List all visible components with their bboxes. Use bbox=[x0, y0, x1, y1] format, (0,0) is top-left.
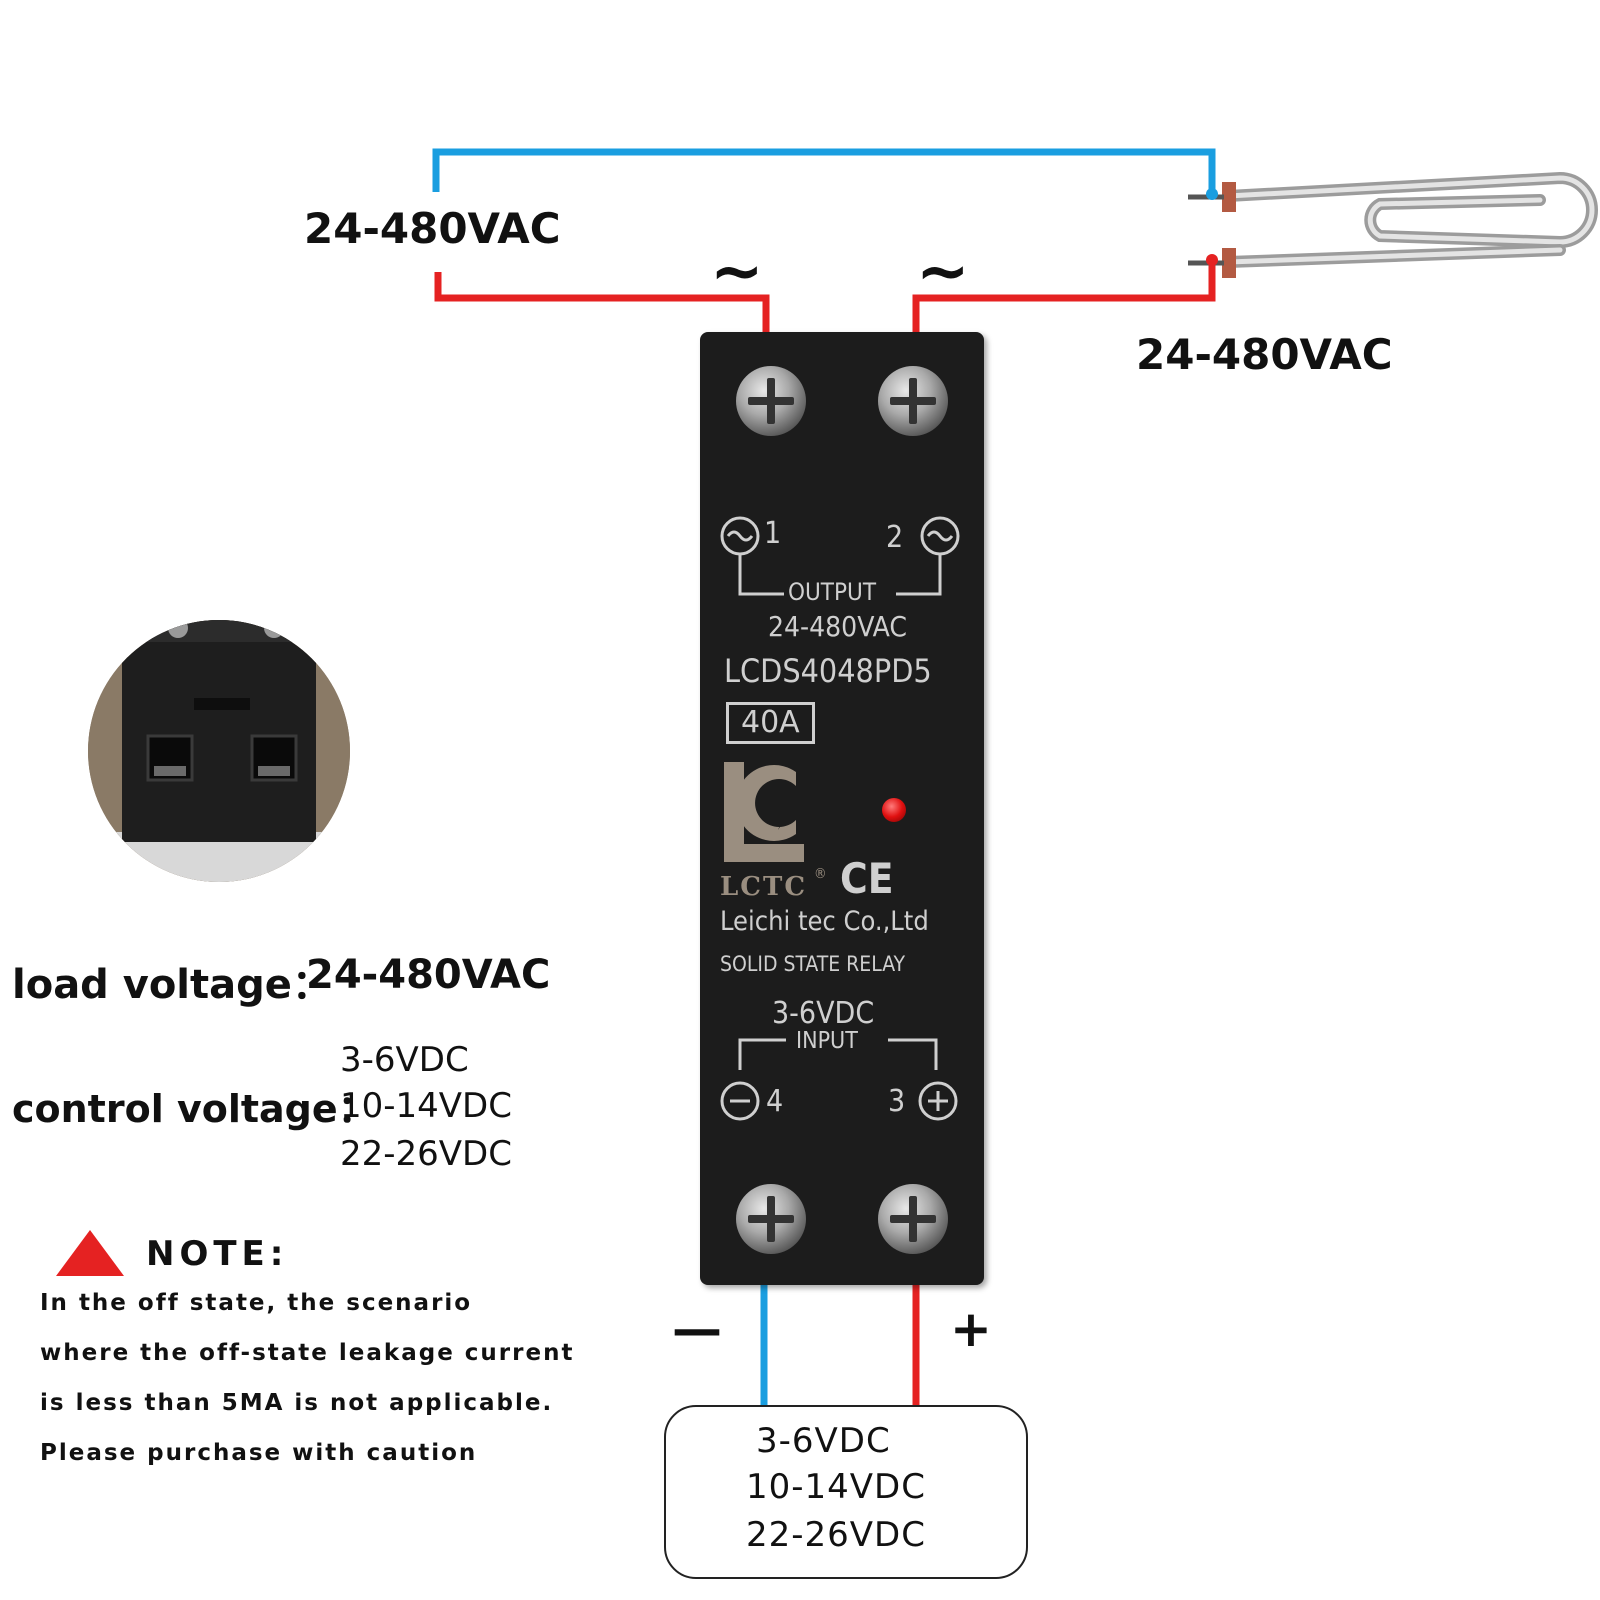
output-screw-2 bbox=[878, 366, 948, 436]
heater-element bbox=[1188, 171, 1598, 278]
relay-detail-photo bbox=[88, 620, 350, 882]
note-line-4: Please purchase with caution bbox=[40, 1440, 478, 1466]
terminal-4-label: 4 bbox=[766, 1084, 784, 1119]
load-voltage-label-top: 24-480VAC bbox=[304, 204, 561, 253]
ce-mark: CE bbox=[840, 854, 894, 903]
red-load-wire-right bbox=[912, 258, 1216, 332]
input-screw-3 bbox=[878, 1184, 948, 1254]
terminal-2-label: 2 bbox=[886, 520, 904, 555]
current-rating-badge: 40A bbox=[726, 702, 815, 744]
terminal-1-label: 1 bbox=[764, 516, 782, 551]
control-voltage-label: control voltage： bbox=[12, 1087, 376, 1131]
note-line-1: In the off state, the scenario bbox=[40, 1290, 473, 1316]
control-voltage-option-2: 10-14VDC bbox=[340, 1086, 512, 1126]
output-voltage: 24-480VAC bbox=[768, 610, 907, 643]
relay-detail-illustration bbox=[88, 620, 350, 882]
blue-load-wire bbox=[432, 148, 1216, 192]
output-label: OUTPUT bbox=[788, 578, 876, 606]
input-screw-4 bbox=[736, 1184, 806, 1254]
relay-markings bbox=[720, 516, 960, 1121]
load-voltage-value: 24-480VAC bbox=[306, 952, 551, 998]
red-load-wire-left bbox=[434, 272, 770, 332]
registered-mark: ® bbox=[814, 866, 827, 882]
note-line-3: is less than 5MA is not applicable. bbox=[40, 1390, 554, 1416]
minus-sign: — bbox=[672, 1300, 722, 1358]
warning-triangle-icon bbox=[56, 1230, 124, 1276]
output-screw-1 bbox=[736, 366, 806, 436]
control-voltage-option-1: 3-6VDC bbox=[340, 1040, 469, 1080]
input-label: INPUT bbox=[796, 1028, 858, 1054]
brand-name: LCTC bbox=[720, 872, 808, 902]
model-number: LCDS4048PD5 bbox=[724, 652, 932, 690]
solid-state-relay: 1 2 OUTPUT 24-480VAC LCDS4048PD5 40A LCT… bbox=[700, 332, 984, 1285]
ac-tilde-left: ~ bbox=[710, 235, 764, 309]
input-voltage: 3-6VDC bbox=[772, 996, 875, 1031]
control-source-voltage-3: 22-26VDC bbox=[746, 1515, 926, 1555]
terminal-3-label: 3 bbox=[888, 1084, 906, 1119]
product-type: SOLID STATE RELAY bbox=[720, 952, 906, 976]
control-source-voltage-1: 3-6VDC bbox=[756, 1421, 891, 1461]
load-voltage-label: load voltage： bbox=[12, 962, 332, 1008]
note-title: NOTE: bbox=[146, 1234, 289, 1274]
lctc-logo-icon bbox=[724, 762, 804, 862]
ac-tilde-right: ~ bbox=[916, 235, 970, 309]
control-source-voltage-2: 10-14VDC bbox=[746, 1467, 926, 1507]
plus-sign: + bbox=[950, 1300, 992, 1358]
load-voltage-label-right: 24-480VAC bbox=[1136, 330, 1393, 379]
status-led bbox=[882, 798, 906, 822]
note-line-2: where the off-state leakage current bbox=[40, 1340, 575, 1366]
control-voltage-option-3: 22-26VDC bbox=[340, 1134, 512, 1174]
company-name: Leichi tec Co.,Ltd bbox=[720, 906, 929, 937]
control-source-box: 3-6VDC 10-14VDC 22-26VDC bbox=[664, 1405, 1028, 1579]
